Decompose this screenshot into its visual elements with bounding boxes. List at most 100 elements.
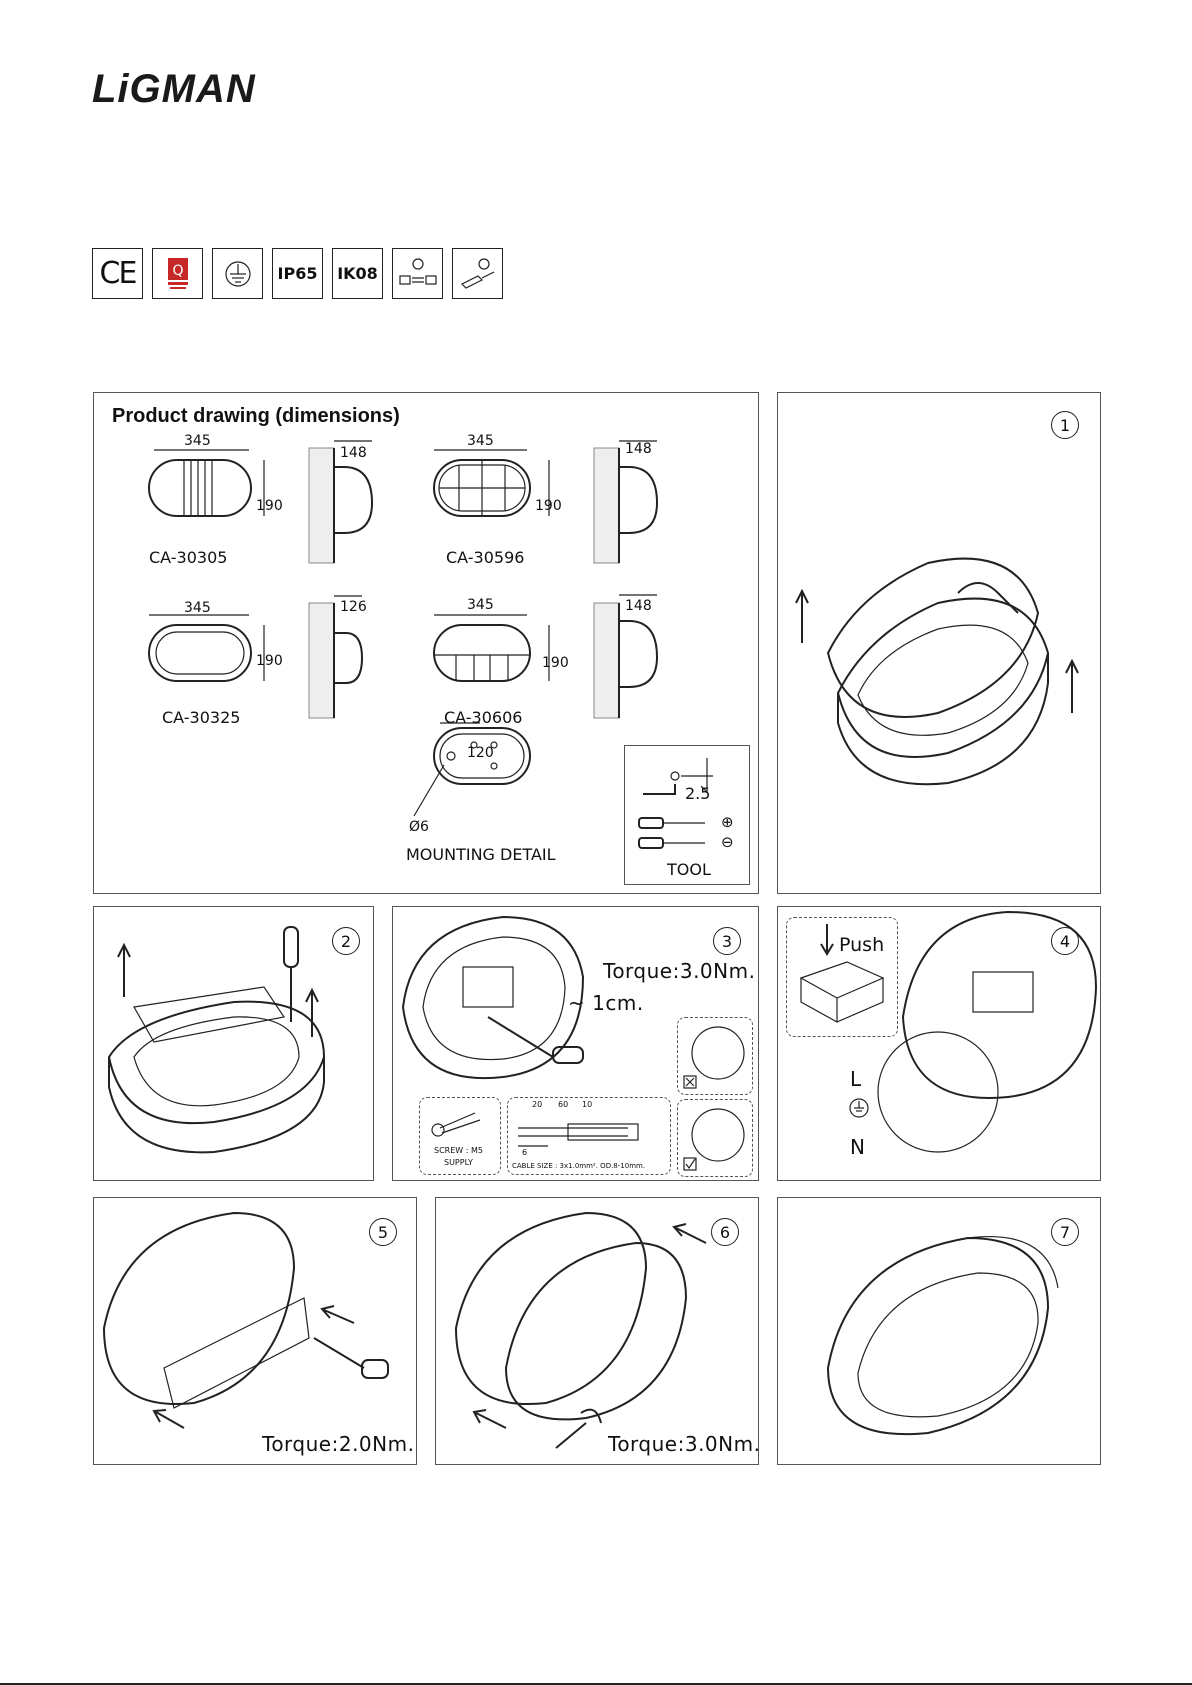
arrow-icon (152, 1409, 185, 1429)
torque-label: Torque:2.0Nm. (262, 1432, 415, 1456)
tool-box: 2.5 ⊕ ⊖ TOOL (624, 745, 750, 885)
push-label: Push (839, 934, 885, 956)
earth-ground-icon (848, 1097, 870, 1124)
arrow-icon (672, 1223, 707, 1244)
step-4-panel: 4 Push L N (777, 906, 1101, 1181)
step-number: 4 (1051, 927, 1079, 955)
side-view-ca-30305 (308, 440, 374, 564)
up-arrow-icon (117, 942, 131, 997)
screw-supply-box: SCREW : M5 SUPPLY (419, 1097, 501, 1175)
screw-label: SCREW : M5 (434, 1146, 483, 1155)
front-view-ca-30596 (433, 449, 550, 517)
strip-length-20: 20 (532, 1100, 543, 1109)
height-dim: 190 (542, 655, 569, 671)
model-code: CA-30325 (162, 708, 241, 727)
flat-screwdriver-icon (638, 837, 705, 849)
cable-strip-diagram (518, 1123, 639, 1147)
height-dim: 190 (535, 498, 562, 514)
dimension-drawings (148, 440, 659, 817)
flat-symbol: ⊖ (721, 833, 734, 851)
depth-dim: 148 (625, 598, 652, 614)
side-view-ca-30596 (593, 440, 659, 564)
width-dim: 345 (184, 600, 211, 616)
width-dim: 345 (467, 597, 494, 613)
step-6-panel: 6 Torque:3.0Nm. (435, 1197, 761, 1465)
correct-install-box (677, 1099, 753, 1177)
correct-install-diagram (683, 1108, 745, 1171)
wrong-install-box (677, 1017, 753, 1095)
step-2-illustration (107, 926, 326, 1154)
arrow-icon (320, 1305, 355, 1324)
depth-dim: 148 (340, 445, 367, 461)
phillips-screwdriver-icon (638, 817, 705, 829)
wire-label-neutral: N (850, 1135, 865, 1159)
mounting-hole-dim: Ø6 (409, 819, 429, 835)
screwdriver-icon (313, 1337, 389, 1379)
strip-length-6: 6 (522, 1148, 528, 1157)
model-code: CA-30305 (149, 548, 228, 567)
strip-length-10: 10 (582, 1100, 593, 1109)
screw-icon (431, 1112, 481, 1137)
cable-size-label: CABLE SIZE : 3x1.0mm². OD.8-10mm. (512, 1162, 646, 1170)
tool-drawings (638, 758, 713, 849)
brand-logo: LiGMAN (92, 68, 256, 106)
front-view-ca-30606 (433, 614, 550, 682)
side-view-ca-30606 (593, 594, 659, 719)
step-3-illustration (401, 915, 585, 1080)
strip-length-60: 60 (558, 1100, 569, 1109)
panel-title: Product drawing (dimensions) (112, 405, 400, 427)
step-4-illustration (877, 910, 1098, 1153)
width-dim: 345 (184, 433, 211, 449)
phillips-symbol: ⊕ (721, 813, 734, 831)
up-arrow-icon (1065, 658, 1079, 713)
depth-dim: 148 (625, 441, 652, 457)
model-code: CA-30606 (444, 708, 523, 727)
ce-mark-icon: CE (92, 248, 143, 299)
up-arrow-icon (305, 987, 319, 1037)
model-code: CA-30596 (446, 548, 525, 567)
step-number: 7 (1051, 1218, 1079, 1246)
step-5-panel: 5 Torque:2.0Nm. (93, 1197, 417, 1465)
product-drawing-panel: Product drawing (dimensions) (93, 392, 759, 894)
install-screwdriver-icon (452, 248, 503, 299)
installation-icon (392, 248, 443, 299)
side-view-ca-30325 (308, 595, 364, 719)
quality-certificate-icon: Q (152, 248, 203, 299)
step-1-illustration (795, 557, 1079, 786)
earth-ground-icon (212, 248, 263, 299)
width-dim: 345 (467, 433, 494, 449)
screwdriver-icon (283, 926, 299, 1022)
torque-label: Torque:3.0Nm. (603, 959, 756, 983)
step-3-panel: 3 Torque:3.0Nm. ~ 1cm. SCREW : M5 SUPPLY… (392, 906, 759, 1181)
arrow-icon (472, 1409, 507, 1429)
brand-logo-text: LiGMAN (92, 68, 256, 106)
terminal-block-drawing (799, 924, 885, 1024)
mounting-detail-label: MOUNTING DETAIL (406, 845, 556, 864)
svg-text:Q: Q (172, 263, 183, 279)
supply-label: SUPPLY (444, 1158, 473, 1167)
screwdriver-icon (957, 582, 1019, 614)
front-view-ca-30305 (148, 449, 265, 517)
terminal-push-box: Push (786, 917, 898, 1037)
depth-dim: 126 (340, 599, 367, 615)
step-5-illustration (102, 1211, 389, 1429)
torque-label: Torque:3.0Nm. (608, 1432, 761, 1456)
height-dim: 190 (256, 653, 283, 669)
step-6-illustration (454, 1211, 707, 1449)
wrong-install-diagram (683, 1026, 745, 1089)
screwdriver-icon (552, 1046, 584, 1064)
step-2-panel: 2 (93, 906, 374, 1181)
ik08-badge: IK08 (332, 248, 383, 299)
wire-label-live: L (850, 1067, 862, 1091)
step-number: 3 (713, 927, 741, 955)
step-number: 1 (1051, 411, 1079, 439)
bottom-rule (0, 1683, 1192, 1685)
allen-key-icon (555, 1408, 602, 1449)
step-7-illustration (826, 1236, 1059, 1436)
height-dim: 190 (256, 498, 283, 514)
front-view-ca-30325 (148, 614, 265, 682)
cable-size-box: 20 60 10 6 CABLE SIZE : 3x1.0mm². OD.8-1… (507, 1097, 671, 1175)
step-number: 6 (711, 1218, 739, 1246)
up-arrow-icon (795, 588, 809, 643)
step-1-panel: 1 (777, 392, 1101, 894)
